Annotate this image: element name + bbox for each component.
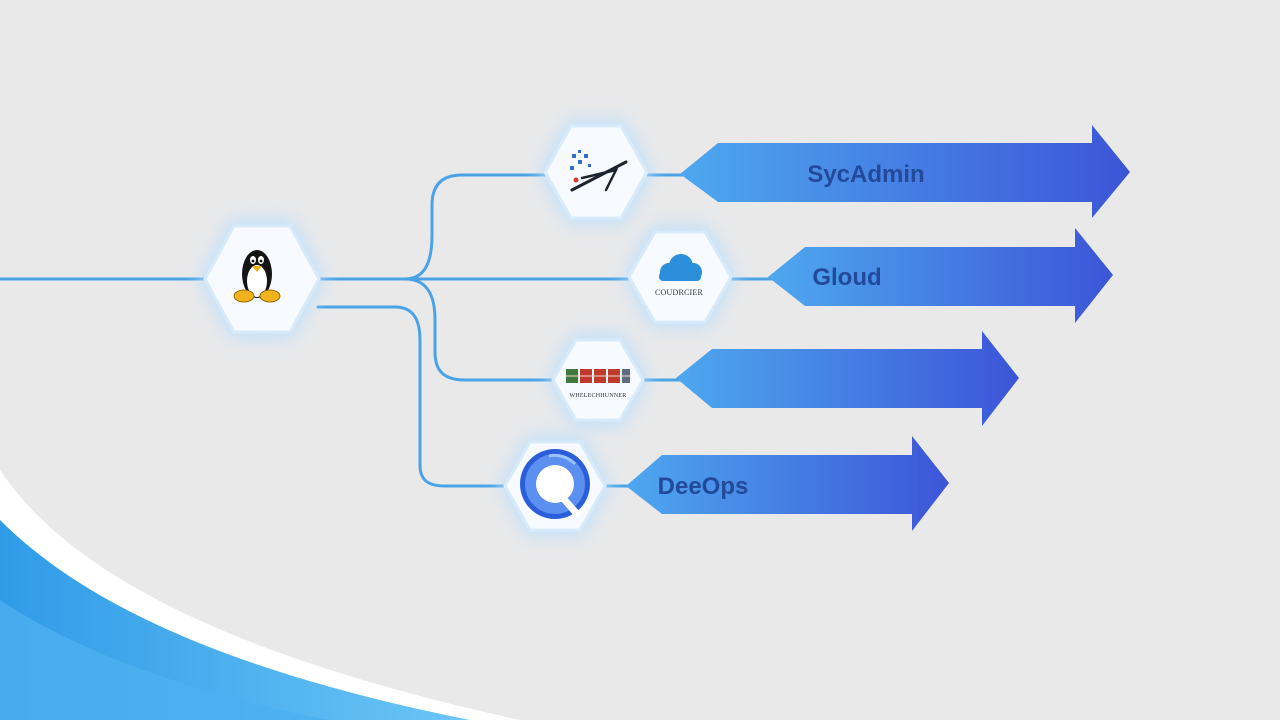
connector-lines	[0, 173, 777, 488]
arrow-sysadmin: SycAdmin	[680, 125, 1130, 218]
branch-node-server: WHELECHHUNNER	[548, 334, 648, 426]
linux-tux-icon	[233, 250, 281, 303]
arrow-label-sysadmin: SycAdmin	[807, 161, 924, 188]
sysadmin-network-icon	[570, 150, 628, 192]
branch-node-sysadmin	[540, 120, 652, 224]
cloud-icon	[659, 254, 702, 281]
arrow-label-cloud: Gloud	[812, 264, 881, 291]
arrow-devops: DeeOps	[626, 436, 949, 531]
branch-node-cloud: COUDRCIER	[624, 226, 736, 328]
devops-ring-icon	[520, 449, 590, 519]
arrow-cloud: Gloud	[768, 228, 1113, 323]
branch-node-devops	[500, 436, 610, 536]
arrow-server	[676, 331, 1019, 426]
decorative-wave	[0, 470, 520, 720]
arrow-label-devops: DeeOps	[658, 473, 749, 500]
connector-to-server	[316, 277, 560, 382]
server-logo-caption: WHELECHHUNNER	[570, 393, 627, 399]
cloud-logo-caption: COUDRCIER	[655, 288, 703, 297]
root-node	[200, 220, 324, 338]
connector-to-sysadmin	[316, 173, 550, 281]
server-rack-icon	[566, 369, 630, 383]
connector-to-devops	[316, 305, 512, 488]
